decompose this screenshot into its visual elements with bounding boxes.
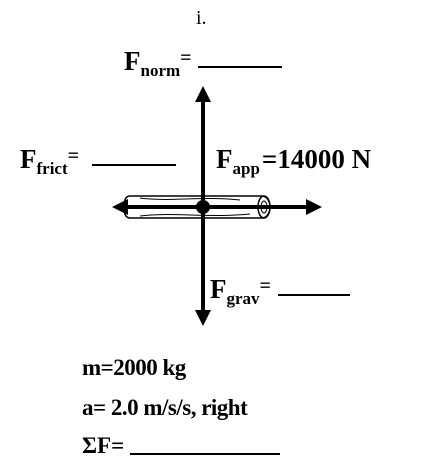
net-force-blank[interactable] — [129, 452, 280, 455]
acceleration-text: a= 2.0 m/s/s, right — [82, 395, 248, 420]
net-force-row: ΣF= — [82, 434, 280, 457]
applied-arrowhead — [306, 199, 322, 215]
mass-text: m=2000 kg — [82, 355, 186, 380]
center-dot — [196, 200, 210, 214]
friction-arrowhead — [112, 199, 128, 215]
gravity-arrowhead — [195, 310, 211, 326]
gravity-force-blank[interactable] — [277, 293, 350, 296]
friction-force-label: Ffrict= — [20, 146, 176, 177]
net-force-label: ΣF= — [82, 433, 125, 458]
normal-force-blank[interactable] — [198, 65, 283, 68]
applied-force-value: 14000 N — [277, 144, 372, 174]
gravity-force-label: Fgrav= — [210, 276, 350, 307]
friction-force-blank[interactable] — [91, 163, 176, 166]
part-label: i. — [196, 7, 207, 29]
normal-force-label: Fnorm= — [124, 48, 283, 79]
normal-arrowhead — [195, 86, 211, 102]
applied-force-label: Fapp=14000 N — [216, 144, 372, 178]
